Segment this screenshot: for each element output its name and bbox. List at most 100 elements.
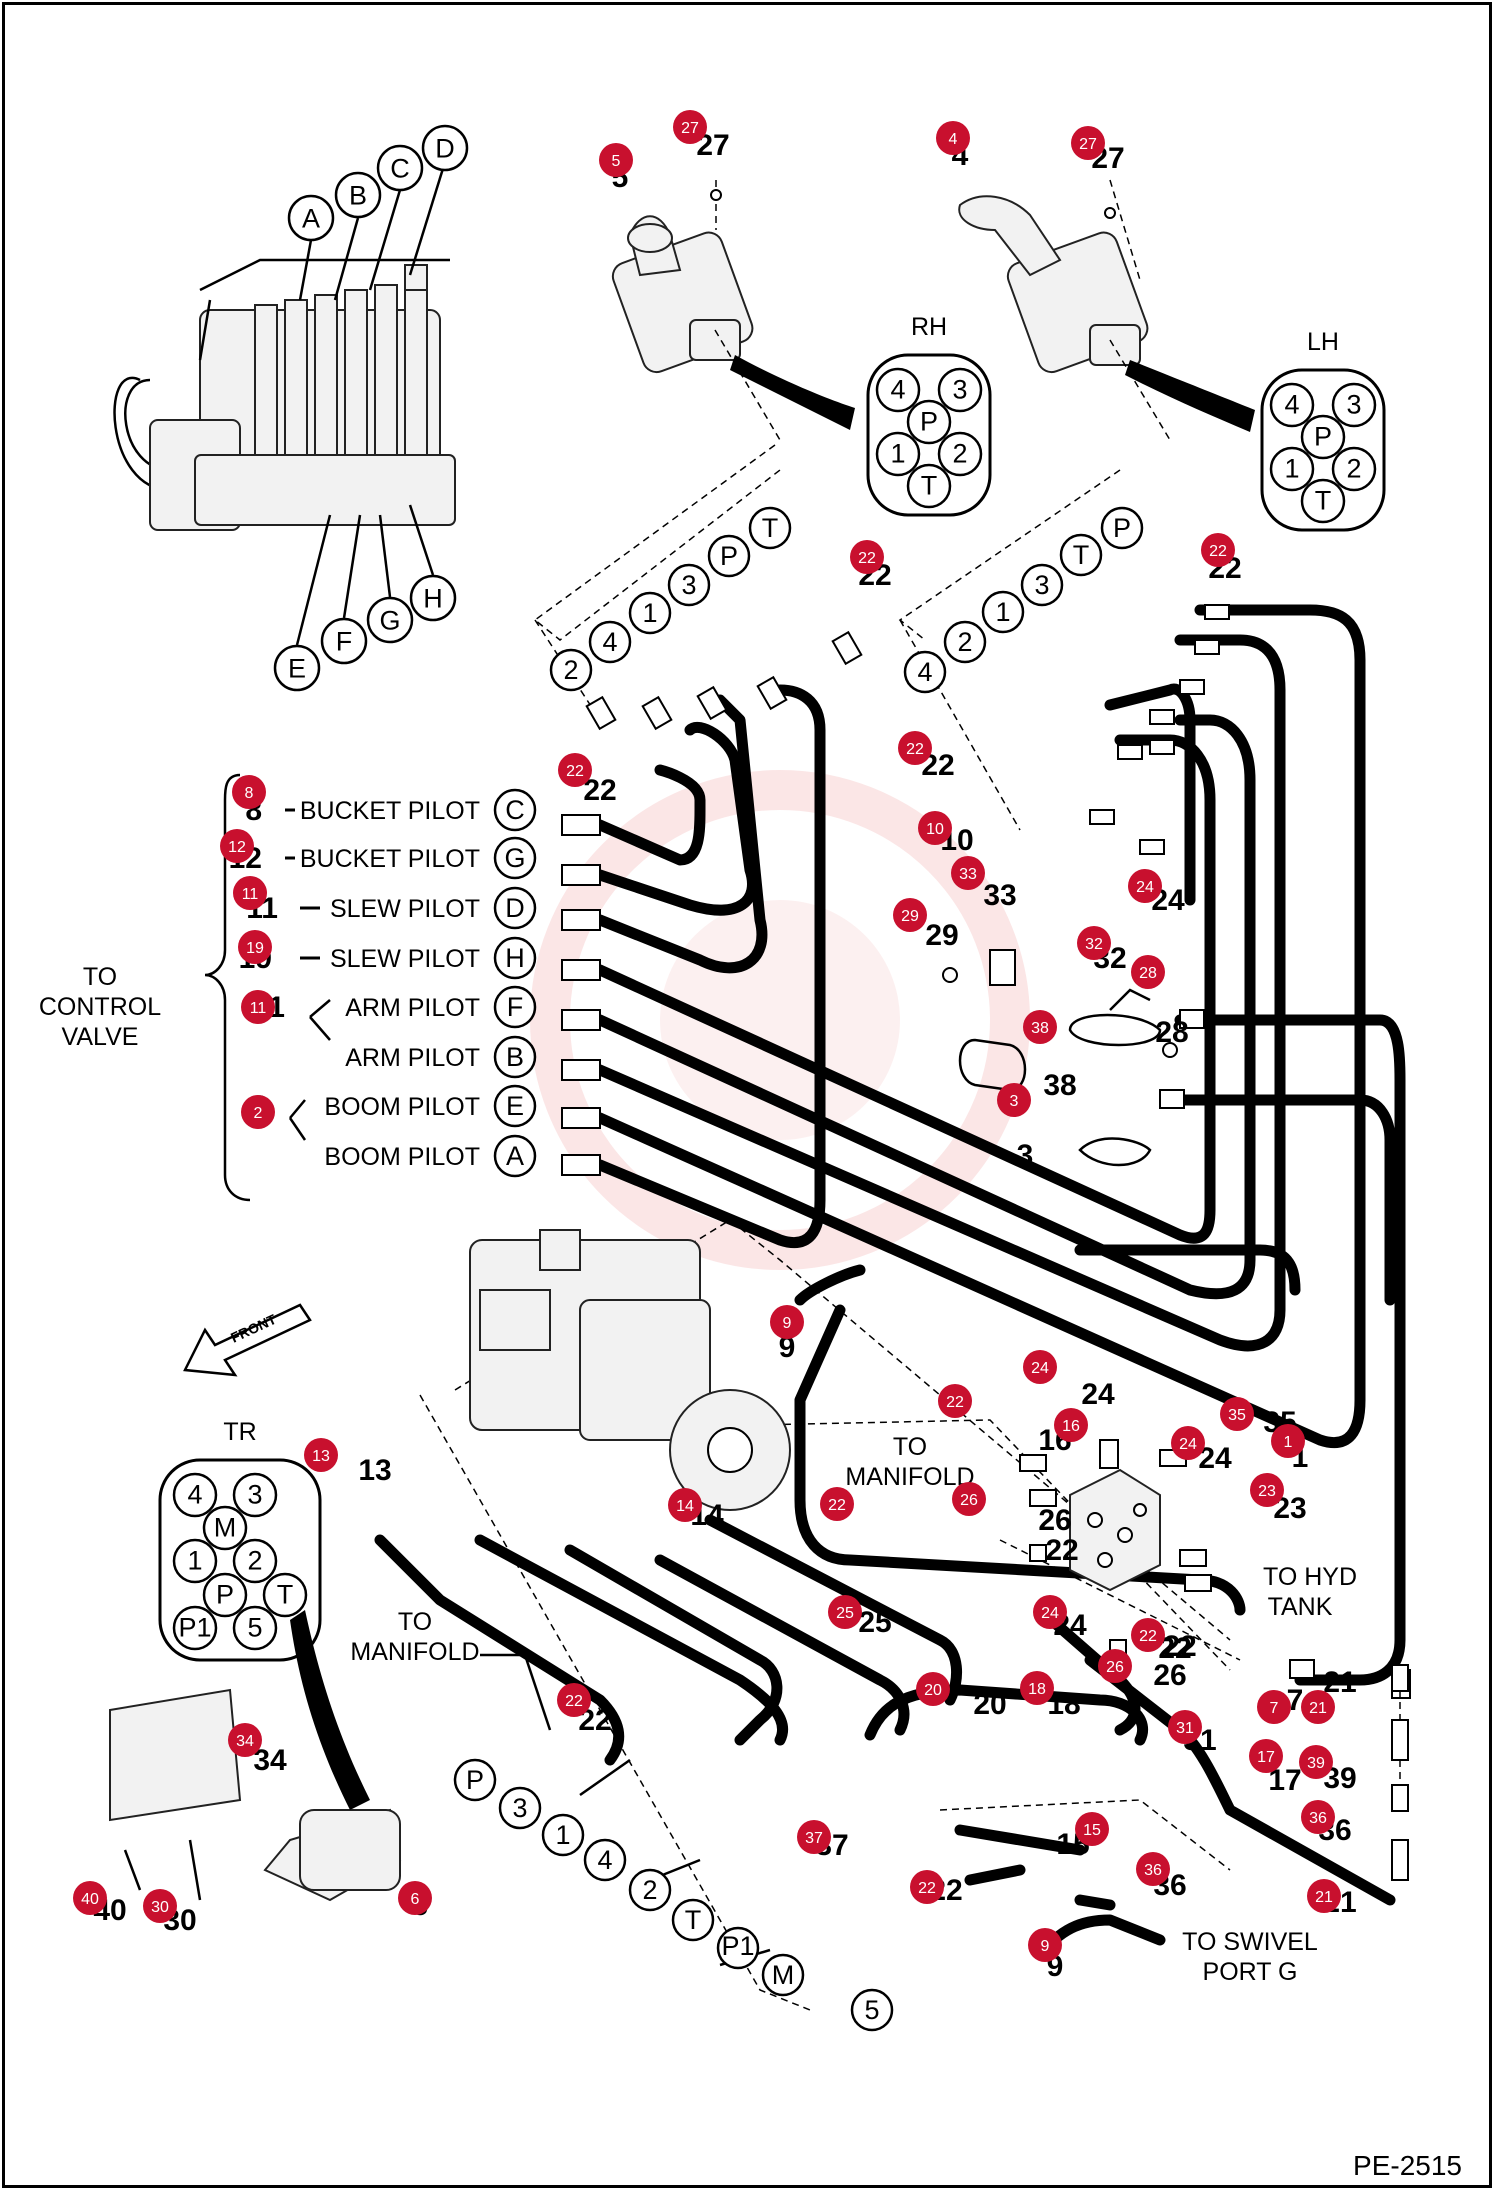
lh-connector-pin-text: T bbox=[1315, 486, 1332, 516]
control-valve-brace bbox=[204, 773, 331, 1202]
tr-connector-pin: 3 bbox=[232, 1472, 278, 1518]
rh-connector-pin-text: P bbox=[920, 407, 938, 437]
rh-connector-pin: 1 bbox=[875, 431, 921, 477]
rh-port-label: T bbox=[748, 506, 792, 550]
part-callout: 21 bbox=[1301, 1690, 1335, 1724]
hydraulic-pump bbox=[469, 1229, 791, 1511]
group-label-line2: CONTROL bbox=[39, 993, 161, 1021]
lh-port-label-text: 4 bbox=[917, 657, 932, 687]
item-number: 25 bbox=[858, 1606, 891, 1639]
part-callout: 27 bbox=[673, 110, 707, 144]
row-valve-letter: B bbox=[493, 1035, 537, 1079]
rh-joystick bbox=[611, 215, 855, 441]
rh-connector-pin-text: T bbox=[921, 471, 938, 501]
lh-connector-pin: T bbox=[1300, 478, 1346, 524]
part-callout-number: 27 bbox=[681, 120, 699, 137]
row-pilot-label: SLEW PILOT bbox=[330, 895, 480, 923]
rh-connector-pin-text: 3 bbox=[952, 375, 967, 405]
rh-port-label: 1 bbox=[628, 591, 672, 635]
tr-connector-pin: P1 bbox=[172, 1605, 218, 1651]
valve-letter-b-text: B bbox=[349, 180, 367, 210]
part-callout-number: 27 bbox=[1079, 136, 1097, 153]
row-valve-letter: A bbox=[493, 1134, 537, 1178]
item-number: 21 bbox=[1323, 1666, 1356, 1699]
tr-port-label-text: 5 bbox=[864, 1995, 879, 2025]
lh-connector-pin: 4 bbox=[1269, 382, 1315, 428]
part-callout-number: 35 bbox=[1228, 1407, 1246, 1424]
item-number: 33 bbox=[983, 879, 1016, 912]
item-number: 28 bbox=[1155, 1016, 1188, 1049]
part-callout-number: 1 bbox=[1284, 1434, 1293, 1451]
part-callout-number: 7 bbox=[1270, 1700, 1279, 1717]
rh-port-label: 3 bbox=[667, 563, 711, 607]
rh-connector-pin: 3 bbox=[937, 367, 983, 413]
part-callout-number: 22 bbox=[1139, 1628, 1157, 1645]
valve-letter-e: E bbox=[273, 644, 321, 692]
lh-port-label-text: P bbox=[1113, 513, 1131, 543]
to-manifold-bottom-line1: TO bbox=[398, 1608, 432, 1636]
rh-port-label-text: 4 bbox=[602, 627, 617, 657]
part-callout-number: 22 bbox=[906, 741, 924, 758]
to-manifold-bottom-line2: MANIFOLD bbox=[350, 1638, 479, 1666]
row-valve-letter: H bbox=[493, 936, 537, 980]
part-callout: 22 bbox=[850, 540, 884, 574]
part-callout-number: 26 bbox=[960, 1492, 978, 1509]
rh-connector-pin: 2 bbox=[937, 431, 983, 477]
row-valve-letter: F bbox=[493, 985, 537, 1029]
row-valve-letter-text: G bbox=[504, 843, 525, 873]
part-callout-number: 29 bbox=[901, 908, 919, 925]
row-valve-letter-text: A bbox=[506, 1141, 524, 1171]
lh-port-label: 2 bbox=[943, 620, 987, 664]
rh-connector-pin-text: 4 bbox=[890, 375, 905, 405]
valve-letter-d-text: D bbox=[435, 133, 455, 163]
part-callout: 39 bbox=[1299, 1745, 1333, 1779]
hose-end-fittings bbox=[561, 604, 1411, 1699]
tr-joystick bbox=[109, 1610, 402, 1902]
lh-port-label-text: 2 bbox=[957, 627, 972, 657]
part-callout: 9 bbox=[1028, 1928, 1062, 1962]
part-callout-number: 25 bbox=[836, 1605, 854, 1622]
part-callout-number: 28 bbox=[1139, 965, 1157, 982]
rh-port-label-text: 1 bbox=[642, 598, 657, 628]
lh-connector-pin: P bbox=[1300, 414, 1346, 460]
row-valve-letter: E bbox=[493, 1084, 537, 1128]
part-callout: 6 bbox=[398, 1881, 432, 1915]
valve-letter-c-text: C bbox=[390, 153, 410, 183]
part-callout-number: 26 bbox=[1106, 1659, 1124, 1676]
row-pilot-label: BUCKET PILOT bbox=[300, 845, 480, 873]
part-callout-number: 36 bbox=[1309, 1810, 1327, 1827]
part-callout: 36 bbox=[1301, 1800, 1335, 1834]
tr-connector-pin-text: M bbox=[214, 1513, 237, 1543]
part-callout-number: 22 bbox=[918, 1880, 936, 1897]
pilot-hoses bbox=[374, 604, 1406, 1961]
tr-port-label-text: 1 bbox=[555, 1820, 570, 1850]
row-valve-letter-text: H bbox=[505, 943, 525, 973]
front-arrow: FRONT bbox=[183, 1303, 312, 1377]
row-valve-letter-text: F bbox=[507, 992, 524, 1022]
tr-port-label: T bbox=[671, 1898, 715, 1942]
part-callout: 3 bbox=[997, 1083, 1031, 1117]
part-callout: 4 bbox=[936, 121, 970, 155]
item-number: 38 bbox=[1043, 1069, 1076, 1102]
part-callout-number: 21 bbox=[1309, 1700, 1327, 1717]
rh-connector-pin-text: 2 bbox=[952, 439, 967, 469]
part-callout: 36 bbox=[1136, 1852, 1170, 1886]
tr-port-label-text: P1 bbox=[721, 1931, 754, 1961]
tr-port-label-text: M bbox=[772, 1960, 795, 1990]
part-callout-number: 17 bbox=[1257, 1749, 1275, 1766]
part-callout: 12 bbox=[220, 829, 254, 863]
part-callout-number: 11 bbox=[242, 886, 259, 903]
part-callout: 18 bbox=[1020, 1671, 1054, 1705]
valve-letter-g: G bbox=[366, 596, 414, 644]
item-number: 29 bbox=[925, 919, 958, 952]
group-label-line1: TO bbox=[83, 963, 117, 991]
valve-letter-b: B bbox=[334, 171, 382, 219]
part-callout: 25 bbox=[828, 1595, 862, 1629]
part-callout-number: 11 bbox=[250, 1000, 267, 1017]
part-callout: 24 bbox=[1023, 1350, 1057, 1384]
part-callout: 22 bbox=[557, 1683, 591, 1717]
